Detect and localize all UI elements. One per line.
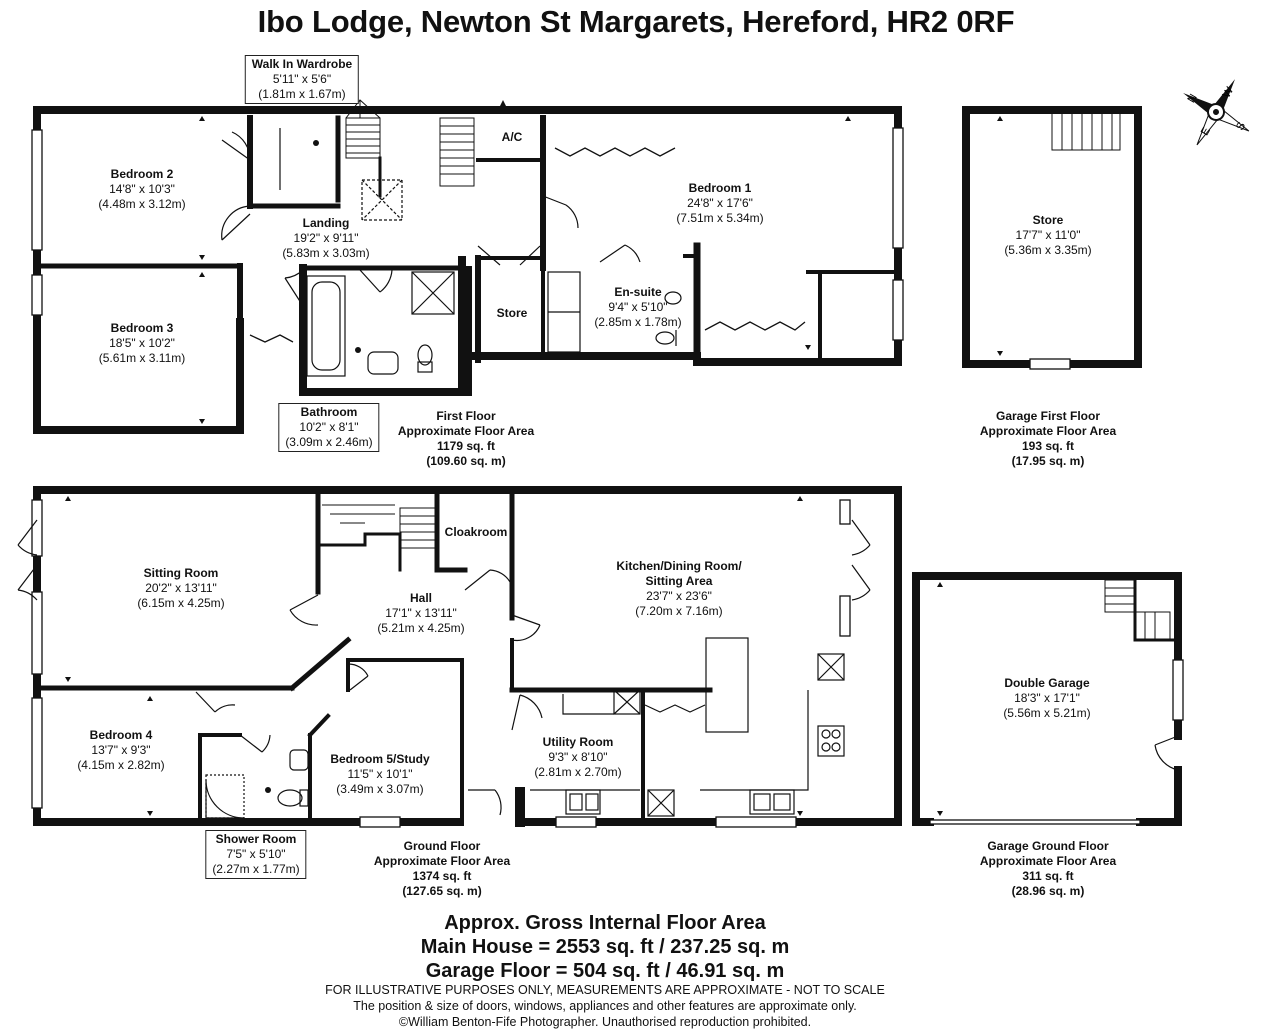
room-label-bathroom: Bathroom 10'2" x 8'1" (3.09m x 2.46m) <box>278 403 380 452</box>
fixture-markers <box>265 100 506 793</box>
gross-area-heading: Approx. Gross Internal Floor Area <box>444 912 766 934</box>
copyright-line: ©William Benton-Fife Photographer. Unaut… <box>398 1015 812 1029</box>
floor-area-garage-first-floor: Garage First Floor Approximate Floor Are… <box>979 409 1117 468</box>
page-title: Ibo Lodge, Newton St Margarets, Hereford… <box>257 4 1015 39</box>
room-label-shower-room: Shower Room 7'5" x 5'10" (2.27m x 1.77m) <box>205 830 307 879</box>
room-label-bedroom-3: Bedroom 3 18'5" x 10'2" (5.61m x 3.11m) <box>98 321 186 365</box>
gross-area-garage-floor: Garage Floor = 504 sq. ft / 46.91 sq. m <box>425 960 785 982</box>
first-floor-walls <box>33 106 902 434</box>
room-label-sitting-room: Sitting Room 20'2" x 13'11" (6.15m x 4.2… <box>137 566 225 610</box>
gross-area-main-house: Main House = 2553 sq. ft / 237.25 sq. m <box>420 936 790 958</box>
dimension-ticks <box>65 116 1003 816</box>
floor-area-garage-ground-floor: Garage Ground Floor Approximate Floor Ar… <box>979 839 1117 898</box>
compass-letter-s: S <box>1234 120 1248 132</box>
room-label-ac: A/C <box>501 130 523 144</box>
room-label-bedroom-4: Bedroom 4 13'7" x 9'3" (4.15m x 2.82m) <box>77 728 165 772</box>
room-label-garage-store: Store 17'7" x 11'0" (5.36m x 3.35m) <box>1004 213 1092 257</box>
room-label-en-suite: En-suite 9'4" x 5'10" (2.85m x 1.78m) <box>594 285 682 329</box>
stairs <box>322 99 1171 641</box>
windows <box>31 127 1184 828</box>
floor-area-ground-floor: Ground Floor Approximate Floor Area 1374… <box>373 839 511 898</box>
room-label-cloakroom: Cloakroom <box>444 525 508 539</box>
room-label-hall: Hall 17'1" x 13'11" (5.21m x 4.25m) <box>377 591 465 635</box>
room-label-bedroom-2: Bedroom 2 14'8" x 10'3" (4.48m x 3.12m) <box>98 167 186 211</box>
room-label-bedroom-5-study: Bedroom 5/Study 11'5" x 10'1" (3.49m x 3… <box>330 752 430 796</box>
room-label-walk-in-wardrobe: Walk In Wardrobe 5'11" x 5'6" (1.81m x 1… <box>244 55 360 104</box>
disclaimer-line-1: FOR ILLUSTRATIVE PURPOSES ONLY, MEASUREM… <box>325 983 885 997</box>
room-label-double-garage: Double Garage 18'3" x 17'1" (5.56m x 5.2… <box>1003 676 1091 720</box>
room-label-kitchen: Kitchen/Dining Room/ Sitting Area 23'7" … <box>616 559 742 618</box>
doors <box>17 131 1179 816</box>
room-label-store-first-floor: Store <box>496 306 528 320</box>
room-label-bedroom-1: Bedroom 1 24'8" x 17'6" (7.51m x 5.34m) <box>676 181 764 225</box>
room-label-utility-room: Utility Room 9'3" x 8'10" (2.81m x 2.70m… <box>534 735 622 779</box>
fixtures <box>205 128 845 819</box>
floor-area-first-floor: First Floor Approximate Floor Area 1179 … <box>397 409 535 468</box>
room-label-landing: Landing 19'2" x 9'11" (5.83m x 3.03m) <box>282 216 370 260</box>
disclaimer-line-2: The position & size of doors, windows, a… <box>353 999 857 1013</box>
compass-rose-icon: N E S W <box>1172 68 1260 156</box>
garage-first-floor-walls <box>962 106 1142 368</box>
